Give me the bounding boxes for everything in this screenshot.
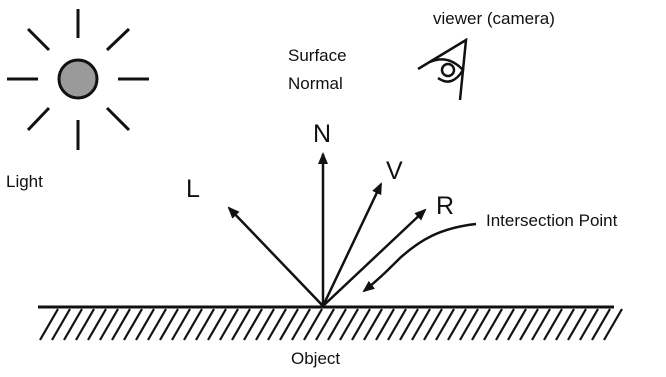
hatch-mark <box>243 308 263 341</box>
hatch-mark <box>567 308 587 341</box>
light-label: Light <box>6 172 43 191</box>
intersection-pointer-arrow <box>362 222 477 293</box>
hatch-mark <box>219 308 239 341</box>
light-source-icon <box>7 9 149 150</box>
hatch-mark <box>447 308 467 341</box>
hatch-mark <box>363 308 383 341</box>
hatch-mark <box>519 308 539 341</box>
hatch-mark <box>159 308 179 341</box>
surface-normal-label-line1: Surface <box>288 46 347 65</box>
surface-hatching <box>39 308 623 341</box>
object-surface <box>38 305 623 341</box>
hatch-mark <box>255 308 275 341</box>
light-vector-l <box>227 206 324 307</box>
hatch-mark <box>99 308 119 341</box>
intersection-point-label: Intersection Point <box>486 211 618 230</box>
vector-label-l: L <box>186 175 200 203</box>
hatch-mark <box>375 308 395 341</box>
hatch-mark <box>291 308 311 341</box>
hatch-mark <box>63 308 83 341</box>
hatch-mark <box>87 308 107 341</box>
hatch-mark <box>75 308 95 341</box>
object-label: Object <box>291 349 340 368</box>
hatch-mark <box>267 308 287 341</box>
hatch-mark <box>543 308 563 341</box>
hatch-mark <box>471 308 491 341</box>
hatch-mark <box>231 308 251 341</box>
hatch-mark <box>51 308 71 341</box>
vectors <box>227 152 427 307</box>
hatch-mark <box>495 308 515 341</box>
hatch-mark <box>123 308 143 341</box>
hatch-mark <box>387 308 407 341</box>
hatch-mark <box>603 308 623 341</box>
hatch-mark <box>279 308 299 341</box>
hatch-mark <box>339 308 359 341</box>
hatch-mark <box>39 308 59 341</box>
hatch-mark <box>399 308 419 341</box>
surface-normal-label-line2: Normal <box>288 74 343 93</box>
hatch-mark <box>411 308 431 341</box>
hatch-mark <box>435 308 455 341</box>
viewer-label: viewer (camera) <box>433 9 555 28</box>
reflection-vector-r <box>322 208 427 307</box>
vector-label-r: R <box>436 192 454 220</box>
hatch-mark <box>459 308 479 341</box>
hatch-mark <box>207 308 227 341</box>
sun-rays <box>7 9 149 150</box>
hatch-mark <box>507 308 527 341</box>
eye-icon <box>417 37 468 101</box>
hatch-mark <box>531 308 551 341</box>
hatch-mark <box>351 308 371 341</box>
vector-label-n: N <box>313 120 331 148</box>
hatch-mark <box>315 308 335 341</box>
hatch-mark <box>483 308 503 341</box>
hatch-mark <box>135 308 155 341</box>
hatch-mark <box>183 308 203 341</box>
hatch-mark <box>423 308 443 341</box>
hatch-mark <box>555 308 575 341</box>
hatch-mark <box>147 308 167 341</box>
vector-label-v: V <box>386 157 403 185</box>
hatch-mark <box>171 308 191 341</box>
hatch-mark <box>579 308 599 341</box>
hatch-mark <box>327 308 347 341</box>
hatch-mark <box>303 308 323 341</box>
view-vector-v <box>321 182 383 307</box>
hatch-mark <box>591 308 611 341</box>
hatch-mark <box>195 308 215 341</box>
hatch-mark <box>111 308 131 341</box>
sun-disc <box>57 58 99 100</box>
